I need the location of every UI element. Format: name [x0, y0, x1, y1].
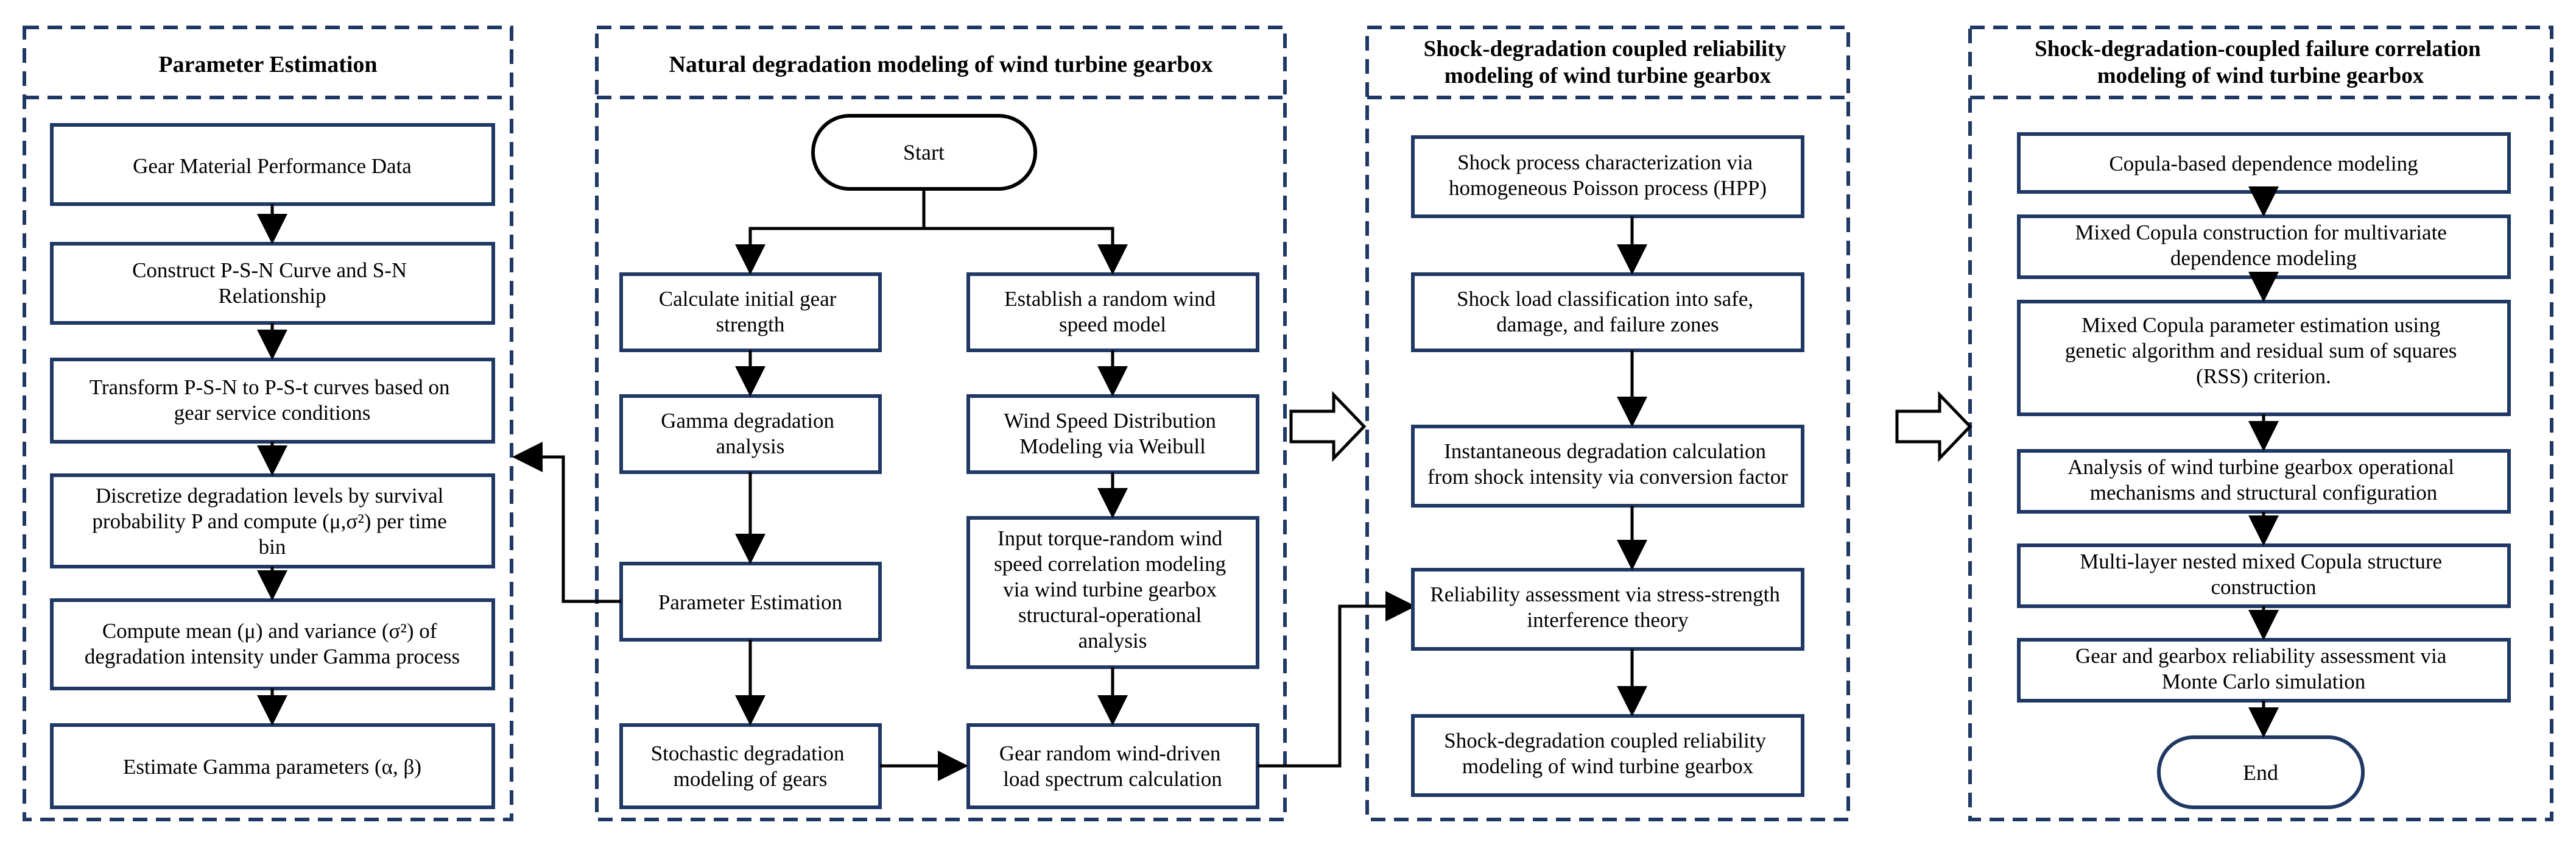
svg-text:Multi-layer nested mixed Copul: Multi-layer nested mixed Copula structur…	[2080, 550, 2448, 599]
panel-title-line: Natural degradation modeling of wind tur…	[669, 52, 1212, 77]
node-stochastic-degradation: Stochastic degradation modeling of gears	[619, 723, 882, 809]
panel-shock-degradation-reliability: Shock-degradation coupled reliability mo…	[1365, 26, 1850, 821]
node-psn-curve: Construct P-S-N Curve and S-N Relationsh…	[50, 242, 495, 325]
node-stress-strength-interference: Reliability assessment via stress-streng…	[1411, 568, 1804, 651]
svg-text:End: End	[2243, 760, 2278, 785]
node-monte-carlo-assessment: Gear and gearbox reliability assessment …	[2017, 638, 2511, 703]
svg-text:Estimate Gamma parameters (α,: Estimate Gamma parameters (α, β)	[123, 755, 421, 779]
node-discretize-degradation: Discretize degradation levels by surviva…	[50, 473, 495, 568]
node-coupled-reliability-modeling: Shock-degradation coupled reliability mo…	[1411, 714, 1804, 797]
panel-title-line: Shock-degradation coupled reliability	[1424, 37, 1787, 62]
transition-arrow-2-to-3	[1289, 391, 1367, 462]
svg-text:Mixed Copula construction for: Mixed Copula construction for multivaria…	[2075, 221, 2452, 270]
svg-text:Transform P-S-N to P-S-t curve: Transform P-S-N to P-S-t curves based on…	[90, 375, 456, 425]
panel-failure-correlation: Shock-degradation-coupled failure correl…	[1968, 26, 2553, 821]
svg-text:Analysis of wind turbine gearb: Analysis of wind turbine gearbox operati…	[2067, 455, 2459, 504]
node-copula-parameter-estimation: Mixed Copula parameter estimation using …	[2017, 300, 2511, 416]
panel-title: Parameter Estimation	[158, 52, 377, 77]
panel-title-line: modeling of wind turbine gearbox	[2097, 63, 2424, 88]
node-start: Start	[811, 114, 1037, 191]
panel-parameter-estimation: Parameter Estimation	[23, 26, 513, 821]
node-shock-process-hpp: Shock process characterization via homog…	[1411, 135, 1804, 218]
panel-title-line: modeling of wind turbine gearbox	[1445, 63, 1772, 88]
node-gear-material-data: Gear Material Performance Data	[50, 123, 495, 206]
node-shock-load-classification: Shock load classification into safe, dam…	[1411, 272, 1804, 352]
node-calc-initial-strength: Calculate initial gear strength	[619, 272, 882, 352]
node-gearbox-mechanism-analysis: Analysis of wind turbine gearbox operati…	[2017, 449, 2511, 514]
svg-text:Wind Speed Distribution: Wind Speed Distribution Modeling via Wei…	[1004, 409, 1221, 458]
node-gamma-degradation: Gamma degradation analysis	[619, 394, 882, 474]
svg-text:Shock-degradation coupled reli: Shock-degradation coupled reliability mo…	[1444, 729, 1771, 778]
svg-text:Discretize degradation levels: Discretize degradation levels by surviva…	[92, 484, 452, 559]
svg-text:Start: Start	[903, 140, 945, 165]
node-compute-mean-variance: Compute mean (μ) and variance (σ²) of de…	[50, 598, 495, 690]
svg-text:Shock load classification into: Shock load classification into safe, dam…	[1457, 287, 1759, 336]
node-load-spectrum: Gear random wind-driven load spectrum ca…	[966, 723, 1259, 809]
panel-title-line: Shock-degradation-coupled failure correl…	[2035, 37, 2481, 62]
svg-text:Gear and gearbox reliability a: Gear and gearbox reliability assessment …	[2075, 644, 2452, 693]
node-copula-dependence: Copula-based dependence modeling	[2017, 132, 2511, 194]
node-transform-pst: Transform P-S-N to P-S-t curves based on…	[50, 358, 495, 444]
node-end: End	[2157, 735, 2365, 809]
svg-text:Compute mean (μ) and variance: Compute mean (μ) and variance (σ²) of de…	[85, 619, 460, 668]
svg-text:Calculate initial gear s: Calculate initial gear strength	[659, 287, 842, 336]
node-random-wind-model: Establish a random wind speed model	[966, 272, 1259, 352]
panel-title: Shock-degradation-coupled failure correl…	[2035, 37, 2486, 88]
svg-text:Instantaneous degradation calc: Instantaneous degradation calculation fr…	[1427, 439, 1788, 489]
svg-text:Gamma degradation analys: Gamma degradation analysis	[661, 409, 840, 458]
panel-title-line: Parameter Estimation	[158, 52, 377, 77]
node-input-torque-correlation: Input torque-random wind speed correlati…	[966, 516, 1259, 669]
svg-text:Stochastic degradation m: Stochastic degradation modeling of gears	[651, 742, 850, 791]
panel-natural-degradation: Natural degradation modeling of wind tur…	[595, 26, 1287, 821]
svg-text:Reliability assessment via str: Reliability assessment via stress-streng…	[1430, 582, 1785, 632]
svg-text:Shock process characterization: Shock process characterization via homog…	[1449, 150, 1767, 200]
svg-text:Parameter Estimation: Parameter Estimation	[658, 590, 842, 614]
panel2-arrows	[512, 189, 1416, 781]
svg-text:Gear Material Performance Data: Gear Material Performance Data	[133, 154, 412, 178]
node-parameter-estimation: Parameter Estimation	[619, 562, 882, 642]
svg-text:Construct P-S-N Curve and S-N: Construct P-S-N Curve and S-N Relationsh…	[132, 258, 412, 308]
panel-title: Natural degradation modeling of wind tur…	[669, 52, 1212, 77]
svg-text:Gear random wind-driven: Gear random wind-driven load spectrum ca…	[999, 742, 1226, 791]
node-mixed-copula-construction: Mixed Copula construction for multivaria…	[2017, 214, 2511, 279]
node-instantaneous-degradation: Instantaneous degradation calculation fr…	[1411, 425, 1804, 508]
node-estimate-gamma: Estimate Gamma parameters (α, β)	[50, 723, 495, 809]
svg-text:Input torque-random wind: Input torque-random wind speed correlati…	[994, 526, 1231, 653]
transition-arrow-3-to-4	[1895, 391, 1972, 462]
svg-text:Mixed Copula parameter estimat: Mixed Copula parameter estimation using …	[2065, 313, 2462, 388]
node-nested-copula-structure: Multi-layer nested mixed Copula structur…	[2017, 543, 2511, 608]
svg-text:Establish a random wind: Establish a random wind speed model	[1004, 287, 1221, 336]
svg-text:Copula-based dependence modeli: Copula-based dependence modeling	[2109, 152, 2418, 175]
node-weibull-distribution: Wind Speed Distribution Modeling via Wei…	[966, 394, 1259, 474]
panel-title: Shock-degradation coupled reliability mo…	[1424, 37, 1792, 88]
